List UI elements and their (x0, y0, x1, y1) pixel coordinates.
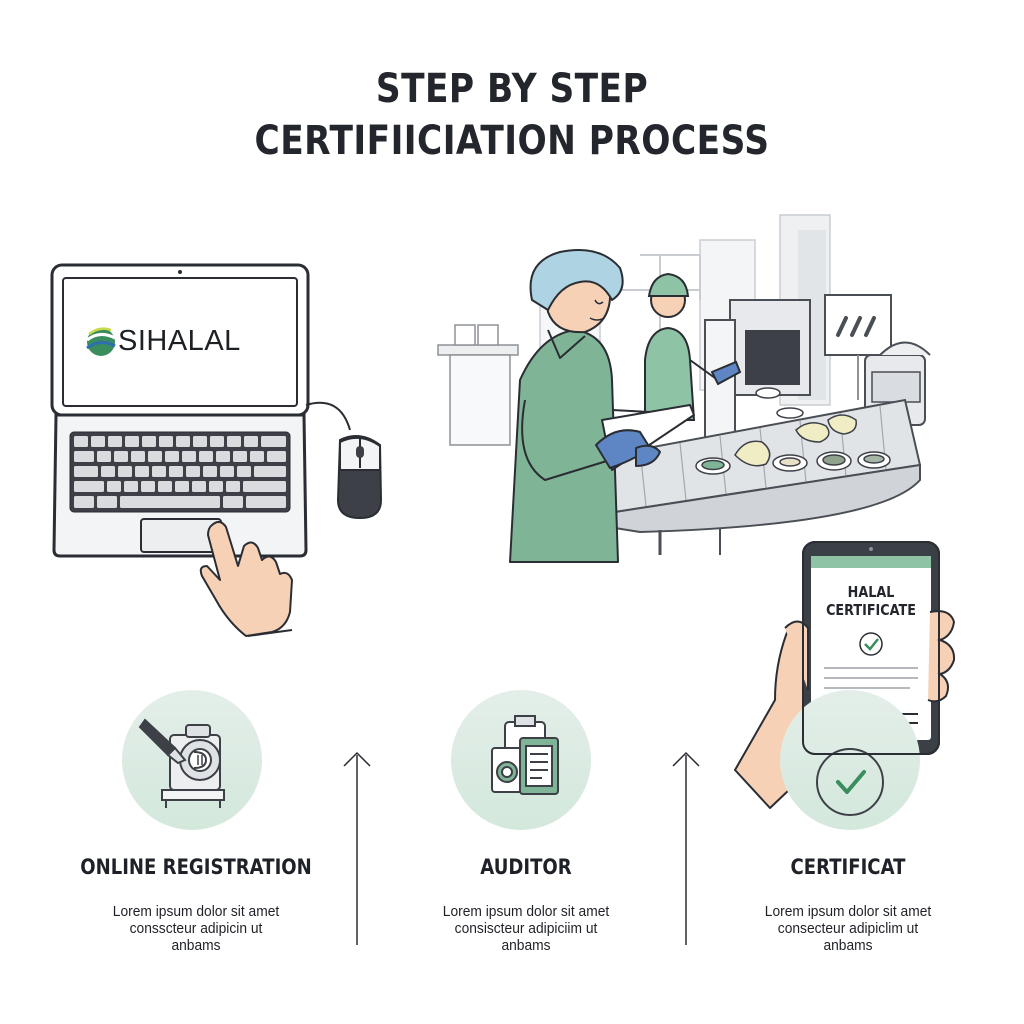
check-badge-icon (816, 748, 884, 816)
step-title-online-registration: ONLINE REGISTRATION (80, 855, 312, 879)
registration-machine-icon (138, 718, 225, 808)
page-title-line1: STEP BY STEP (375, 66, 649, 112)
step-description-auditor: Lorem ipsum dolor sit amet consiscteur a… (379, 903, 673, 954)
up-arrow-icon (672, 751, 700, 945)
page-title-line2: CERTIFIICIATION PROCESS (254, 118, 770, 164)
step-description-certificat: Lorem ipsum dolor sit amet consecteur ad… (701, 903, 995, 954)
step-description-line: consecteur adipiclim ut (777, 920, 919, 937)
sihalal-logo-icon (86, 327, 116, 356)
step-title-auditor: AUDITOR (480, 855, 572, 879)
step-description-line: Lorem ipsum dolor sit amet (764, 903, 932, 920)
certificate-title-line2: CERTIFICATE (826, 601, 916, 619)
step-description-line: anbams (171, 937, 221, 954)
pointing-hand-icon (199, 521, 293, 637)
sihalal-logo-text: SIHALAL (118, 325, 241, 357)
step-title-certificat: CERTIFICAT (790, 855, 906, 879)
step-description-online-registration: Lorem ipsum dolor sit amet consscteur ad… (49, 903, 343, 954)
mouse-icon (305, 401, 383, 520)
audit-kit-icon (491, 715, 559, 795)
step-description-line: anbams (823, 937, 873, 954)
background-worker (644, 272, 742, 421)
step3-icon-circle (780, 690, 920, 830)
step1-icon-circle (122, 690, 262, 830)
laptop-icon (50, 263, 310, 558)
auditor-worker (509, 249, 695, 563)
up-arrow-icon (343, 751, 371, 945)
step-description-line: anbams (501, 937, 551, 954)
certificate-title-line1: HALAL (847, 583, 895, 601)
step2-icon-circle (451, 690, 591, 830)
factory-scene (437, 214, 931, 563)
step-description-line: Lorem ipsum dolor sit amet (112, 903, 280, 920)
step-description-line: consiscteur adipiciim ut (454, 920, 598, 937)
step-description-line: consscteur adipicin ut (129, 920, 263, 937)
step-description-line: Lorem ipsum dolor sit amet (442, 903, 610, 920)
